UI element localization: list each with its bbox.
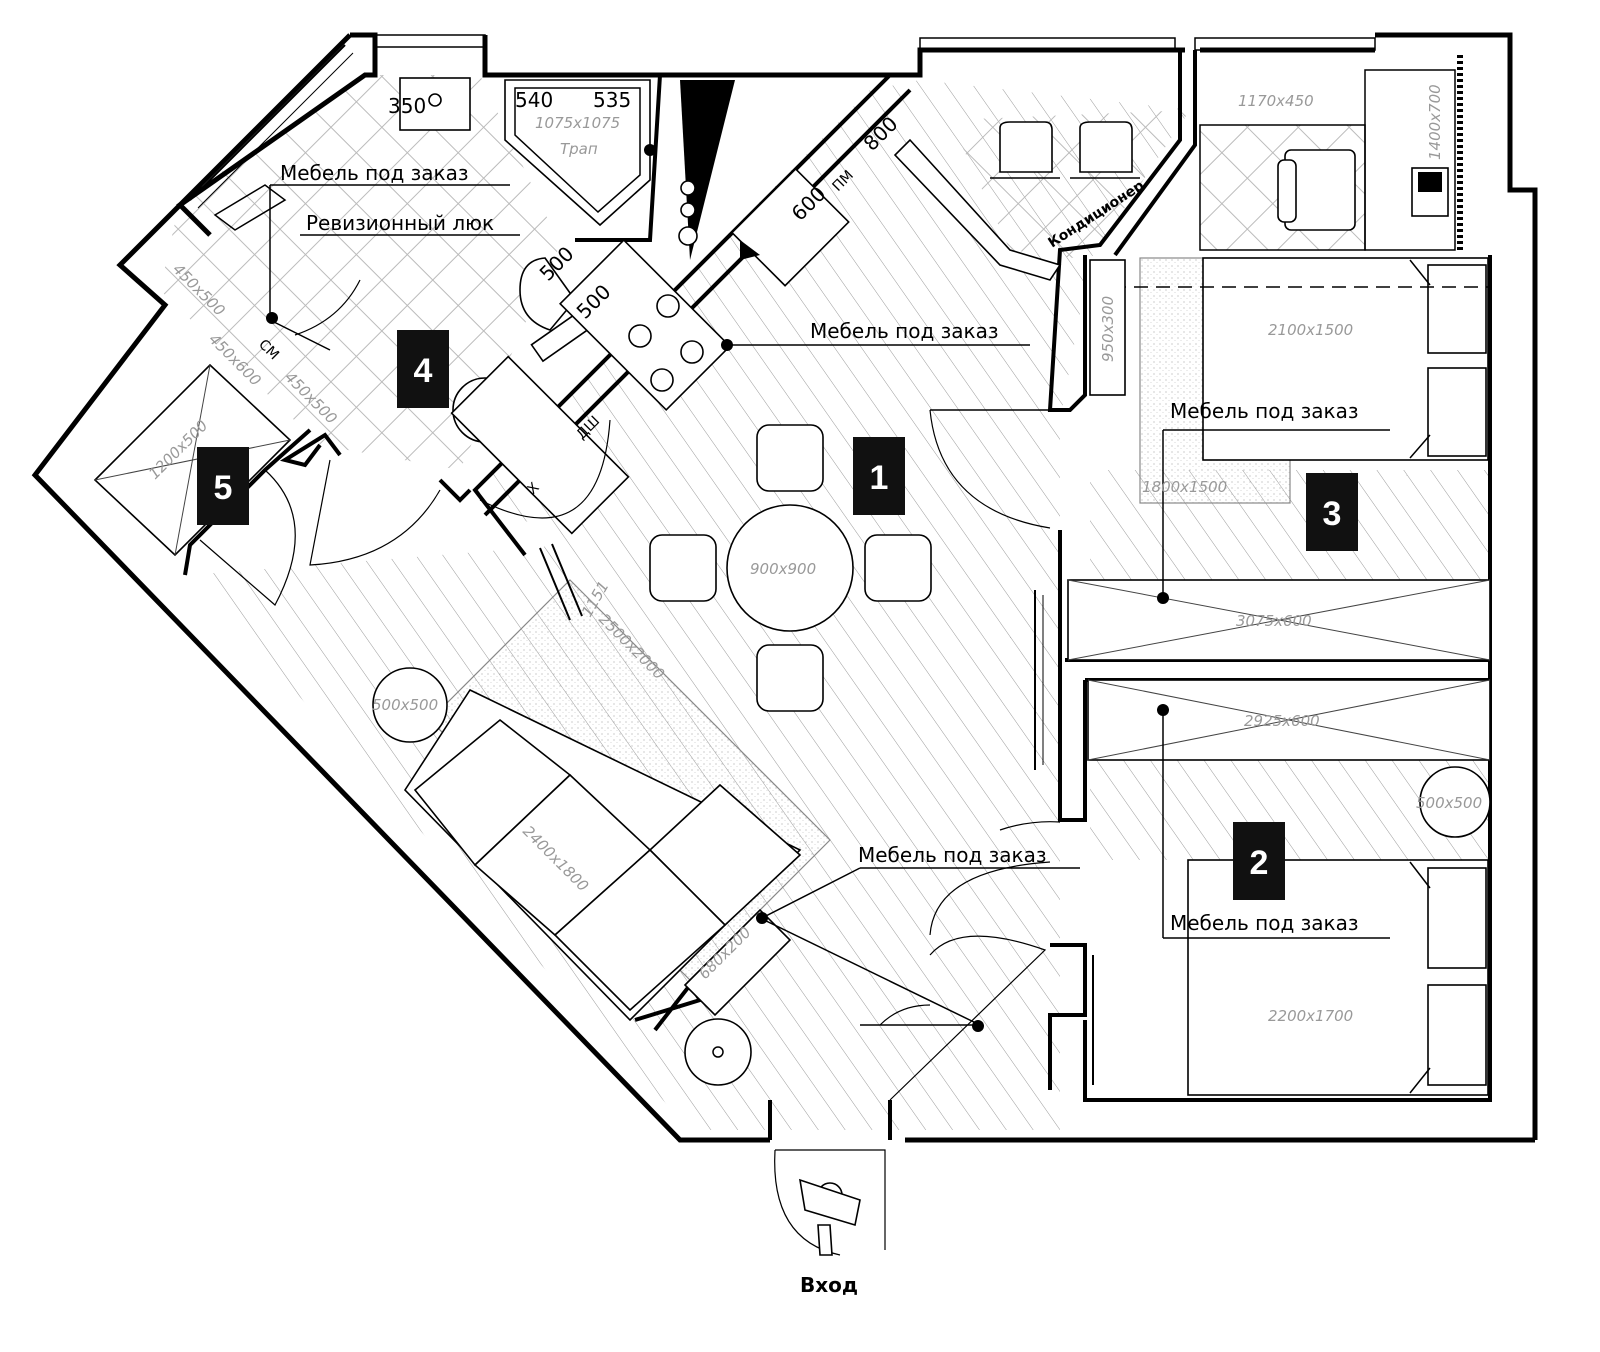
note-custom-furniture-hall: Мебель под заказ <box>858 843 1047 867</box>
svg-text:3: 3 <box>1323 495 1342 533</box>
room-tag-1: 1 <box>853 437 905 515</box>
living-zone <box>372 419 831 1022</box>
dim-bed-3: 2100x1500 <box>1268 321 1353 339</box>
dim-shower: 1075x1075 <box>535 114 620 132</box>
outer-walls <box>31 32 1538 1143</box>
bathroom-fixtures <box>213 77 656 566</box>
dim-armchair-2: 500x500 <box>1416 794 1482 812</box>
svg-text:2: 2 <box>1250 844 1269 882</box>
kitchen-fixtures <box>450 121 1140 535</box>
leader-lines <box>269 184 1080 919</box>
dim-closet-3: 3075x600 <box>1236 612 1312 630</box>
bedroom-3-fixtures <box>929 69 1491 661</box>
dim-bed-2: 2200x1700 <box>1268 1007 1353 1025</box>
room-tag-5: 5 <box>197 447 249 525</box>
svg-text:4: 4 <box>414 352 433 390</box>
svg-text:1: 1 <box>870 459 889 497</box>
dim-dining-table: 900x900 <box>750 560 816 578</box>
hallway-fixtures <box>683 908 1047 1256</box>
dim-shower-w2: 535 <box>593 88 631 112</box>
interior-walls <box>183 50 1492 1140</box>
note-revision-hatch: Ревизионный люк <box>306 211 494 235</box>
dim-armchair: 500x500 <box>372 696 438 714</box>
dim-desk: 1170x450 <box>1238 92 1314 110</box>
note-custom-furniture-kitchen: Мебель под заказ <box>810 319 999 343</box>
dim-wardrobe-3: 950x300 <box>1099 296 1117 362</box>
dim-shelf-3: 1400x700 <box>1426 84 1444 160</box>
room-tag-4: 4 <box>397 330 449 408</box>
dim-rug-bedroom: 1800x1500 <box>1142 478 1227 496</box>
room-tag-3: 3 <box>1306 473 1358 551</box>
note-custom-furniture-bath: Мебель под заказ <box>280 161 469 185</box>
dim-sink: 350 <box>388 94 426 118</box>
entrance-label: Вход <box>800 1273 858 1297</box>
note-custom-furniture-bedroom-2: Мебель под заказ <box>1170 911 1359 935</box>
room-tag-2: 2 <box>1233 822 1285 900</box>
svg-text:5: 5 <box>214 469 233 507</box>
dim-closet-2: 2925x600 <box>1244 712 1320 730</box>
note-drain: Трап <box>560 140 598 158</box>
storage-fixtures <box>93 363 296 606</box>
dim-shower-w1: 540 <box>515 88 553 112</box>
dining-set <box>649 424 932 712</box>
note-custom-furniture-bedroom-3: Мебель под заказ <box>1170 399 1359 423</box>
